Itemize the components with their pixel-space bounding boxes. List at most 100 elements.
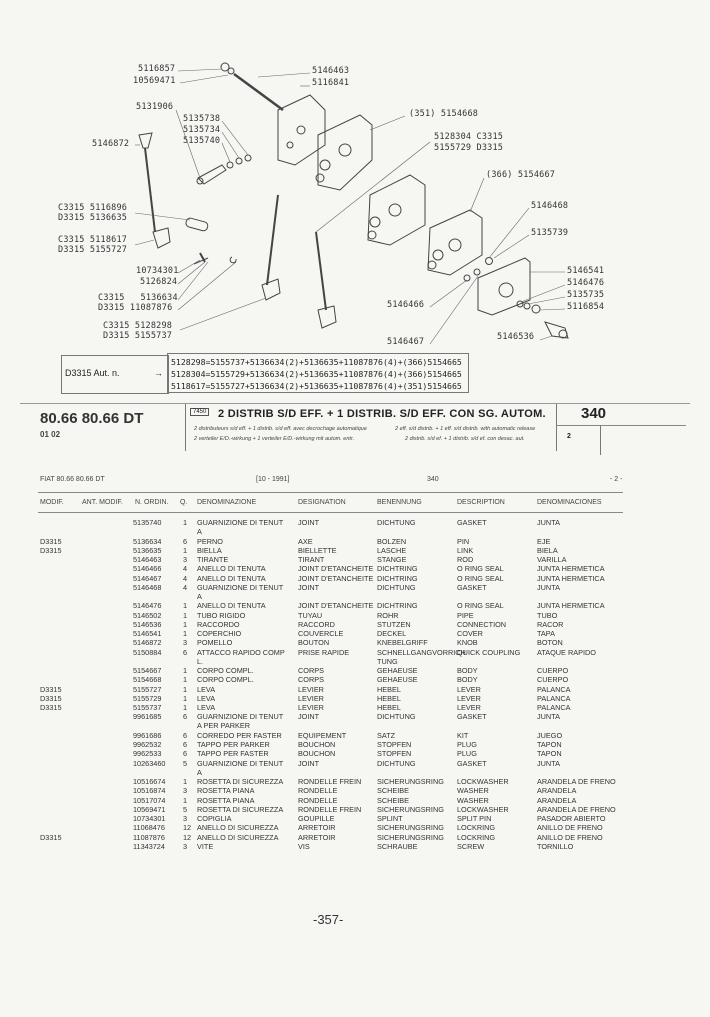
description-it: ANELLO DI TENUTA [197, 564, 266, 574]
description-de: HEBEL [377, 684, 401, 694]
divider [556, 425, 686, 426]
description-de: SICHERUNGSRING [377, 832, 444, 842]
callout-label: 5128304 C3315 [434, 132, 504, 142]
part-number: 5150884 [133, 647, 162, 657]
table-number: 340 [581, 405, 607, 422]
description-fr: RONDELLE [298, 795, 338, 805]
description-en: PLUG [457, 749, 477, 759]
page-number: -357- [313, 912, 344, 927]
quantity: 6 [183, 730, 188, 740]
callout-label: 10734301 [136, 266, 179, 276]
note-line: 5128304=5155729+5136634(2)+5136635+11087… [171, 369, 462, 379]
note-line: 5118617=5155727+5136634(2)+5136635+11087… [171, 381, 462, 391]
quantity: 5 [183, 758, 188, 768]
description-it: RACCORDO [197, 619, 240, 629]
description-fr: ARRETOIR [298, 832, 336, 842]
description-it: TIRANTE [197, 555, 229, 564]
callout-label: 5146467 [387, 337, 425, 347]
callout-label: 5146466 [387, 300, 425, 310]
part-number: 5155727 [133, 684, 162, 694]
part-number: 10516674 [133, 777, 166, 786]
running-model: FIAT 80.66 80.66 DT [40, 476, 105, 483]
callout-label: 5116854 [567, 302, 605, 312]
part-number: 5146872 [133, 638, 162, 648]
running-sheet: - 2 - [610, 476, 623, 483]
description-it: COPIGLIA [197, 814, 232, 823]
part-number: 11087876 [133, 832, 165, 842]
part-number: 5136634 [133, 536, 162, 546]
callout-label: C3315 5128298 [103, 321, 173, 331]
column-header: DESIGNATION [298, 499, 346, 506]
description-es: TORNILLO [537, 841, 574, 851]
description-it: GUARNIZIONE DI TENUT A [197, 582, 284, 601]
callout-label: 5126824 [140, 277, 178, 287]
description-it: ROSETTA DI SICUREZZA [197, 804, 284, 814]
quantity: 1 [183, 675, 188, 685]
description-fr: BOUCHON [298, 740, 336, 749]
description-fr: VIS [298, 841, 310, 851]
description-de: DICHTUNG [377, 518, 416, 527]
description-es: JUNTA [537, 518, 560, 527]
callout-label: 10569471 [133, 76, 176, 86]
quantity: 6 [183, 647, 188, 657]
description-es: PALANCA [537, 684, 571, 694]
description-fr: TIRANT [298, 555, 325, 564]
description-de: SICHERUNGSRING [377, 804, 444, 814]
callout-label: (351) 5154668 [409, 109, 479, 119]
running-date: [10 - 1991] [256, 476, 290, 483]
description-it: POMELLO [197, 638, 233, 648]
description-it: LEVA [197, 684, 216, 694]
part-number: 11343724 [133, 841, 165, 851]
description-it: VITE [197, 841, 214, 851]
part-number: 10263460 [133, 758, 166, 768]
description-de: SCHEIBE [377, 786, 410, 796]
part-number: 10569471 [133, 804, 166, 814]
quantity: 1 [183, 518, 188, 527]
description-de: ROHR [377, 610, 399, 620]
part-number: 5146466 [133, 564, 162, 574]
part-number: 10734301 [133, 814, 166, 823]
description-fr: LEVIER [298, 703, 324, 712]
column-header: Q. [180, 499, 188, 506]
quantity: 1 [183, 619, 188, 629]
description-de: SCHRAUBE [377, 841, 418, 851]
description-de: SATZ [377, 730, 396, 740]
description-es: EJE [537, 536, 551, 546]
description-es: JUNTA [537, 582, 560, 592]
callout-label: 5146463 [312, 66, 350, 76]
subtitle-de: 2 verteiler E/D.-wirkung + 1 verteiler E… [194, 436, 355, 442]
description-en: O RING SEAL [457, 573, 504, 583]
quantity: 3 [183, 786, 188, 796]
divider [38, 492, 623, 493]
description-de: SICHERUNGSRING [377, 823, 444, 833]
subtitle-en: 2 eff. s/d distrib. + 1 eff. s/d distrib… [395, 426, 536, 432]
callout-label: 5135738 [183, 114, 221, 124]
callout-label: 5155729 D3315 [434, 143, 504, 153]
subtitle-fr: 2 distributeurs s/d eff. + 1 distrib. s/… [194, 426, 367, 432]
callout-label: 5135739 [531, 228, 569, 238]
description-de: STOPFEN [377, 740, 412, 749]
quantity: 1 [183, 795, 188, 805]
description-fr: CORPS [298, 666, 324, 675]
column-header: DENOMINACIONES [537, 499, 602, 506]
description-it: ANELLO DI TENUTA [197, 601, 266, 611]
description-es: JUNTA HERMETICA [537, 564, 605, 574]
description-fr: RONDELLE FREIN [298, 804, 362, 814]
description-en: KIT [457, 730, 469, 740]
quantity: 3 [183, 814, 188, 823]
description-en: SCREW [457, 841, 485, 851]
